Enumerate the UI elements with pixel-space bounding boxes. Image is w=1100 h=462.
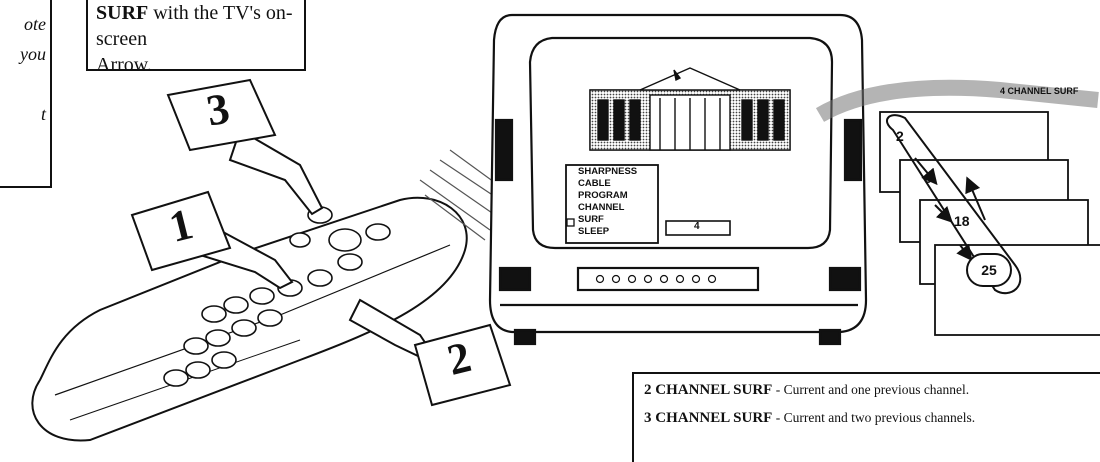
legend-line-2-desc: - Current and two previous channels. (772, 410, 975, 425)
tv-menu-item-channel: CHANNEL (578, 202, 637, 214)
surf-channel-2: 6 (924, 170, 932, 186)
legend-line-1-desc: - Current and one previous channel. (772, 382, 969, 397)
surf-channel-4-badge: 25 (966, 253, 1012, 287)
legend-line-1-title: 2 CHANNEL SURF (644, 382, 772, 398)
hand-pointer-3 (230, 130, 322, 214)
tv-channel-value: 4 (694, 221, 700, 232)
instruction-line-2: Arrow. (96, 54, 152, 76)
tv-menu-pointer-icon (567, 219, 574, 226)
tv-menu-item-program: PROGRAM (578, 190, 637, 202)
legend-line-2: 3 CHANNEL SURF - Current and two previou… (644, 410, 975, 427)
left-note-line-1: ote (24, 14, 46, 35)
surf-channel-1: 2 (896, 128, 904, 144)
legend-line-2-title: 3 CHANNEL SURF (644, 410, 772, 426)
left-note-line-3: t (41, 104, 46, 125)
surf-channel-4: 25 (981, 262, 997, 278)
legend-line-1: 2 CHANNEL SURF - Current and one previou… (644, 382, 969, 399)
surf-screens (880, 112, 1100, 335)
remote-control (32, 198, 466, 441)
surf-channel-3: 18 (954, 213, 970, 229)
tv-menu: SHARPNESS CABLE PROGRAM CHANNEL SURF SLE… (578, 166, 637, 238)
tv-menu-item-sharpness: SHARPNESS (578, 166, 637, 178)
left-note-box: ote you t (0, 0, 52, 188)
tv-menu-item-sleep: SLEEP (578, 226, 637, 238)
instruction-bold: SURF (96, 2, 148, 24)
legend-box: 2 CHANNEL SURF - Current and one previou… (632, 372, 1100, 462)
tv-menu-item-cable: CABLE (578, 178, 637, 190)
tv-menu-item-surf: SURF (578, 214, 637, 226)
left-note-line-2: you (20, 44, 46, 65)
surf-header-label: 4 CHANNEL SURF (1000, 86, 1078, 96)
